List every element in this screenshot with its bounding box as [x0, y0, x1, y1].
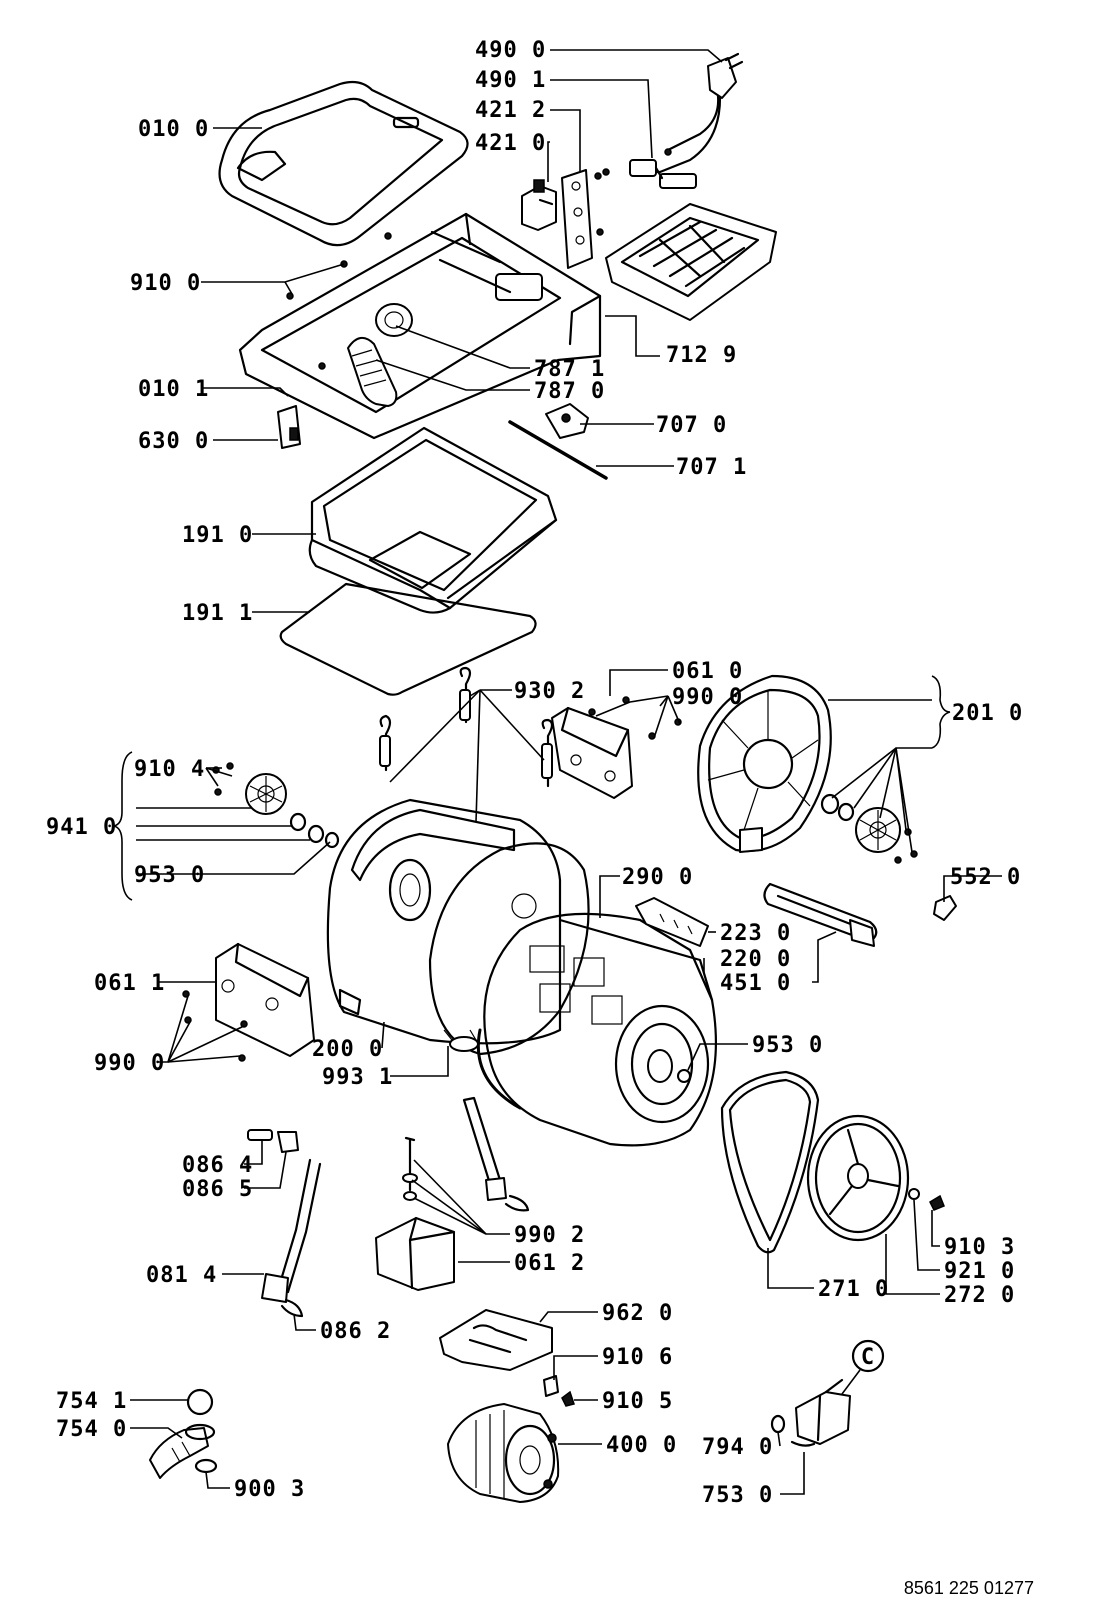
- part-gasket: [279, 582, 537, 696]
- part-label: 400 0: [606, 1433, 677, 1458]
- part-label: 552 0: [950, 865, 1021, 890]
- part-top-frame: [238, 212, 602, 440]
- part-label: 787 1: [534, 357, 605, 382]
- part-label: 707 0: [656, 413, 727, 438]
- part-mains-plug: [638, 52, 744, 174]
- part-label: 990 0: [94, 1051, 165, 1076]
- part-small-module: [277, 405, 301, 449]
- part-label: 990 0: [672, 685, 743, 710]
- part-drive-belt: [720, 1070, 820, 1254]
- part-motor: [447, 1403, 560, 1503]
- part-label: 794 0: [702, 1435, 773, 1460]
- part-door-lock: [521, 179, 557, 231]
- part-label: 630 0: [138, 429, 209, 454]
- part-label: 754 0: [56, 1417, 127, 1442]
- part-drain-pump: [770, 1378, 851, 1447]
- part-damper-left: [247, 1129, 322, 1318]
- part-label: 910 0: [130, 271, 201, 296]
- part-heating-element: [763, 882, 878, 947]
- part-label: 451 0: [720, 971, 791, 996]
- part-mains-filter: [629, 148, 697, 189]
- document-number: 8561 225 01277: [904, 1578, 1034, 1598]
- part-label: 223 0: [720, 921, 791, 946]
- part-label: 787 0: [534, 379, 605, 404]
- part-label: 086 2: [320, 1319, 391, 1344]
- part-nozzle: [635, 897, 709, 947]
- part-label: 953 0: [134, 863, 205, 888]
- part-bearing-kit-right: [820, 793, 918, 864]
- part-label: 490 0: [475, 38, 546, 63]
- part-label: 290 0: [622, 865, 693, 890]
- part-label: 930 2: [514, 679, 585, 704]
- part-label: 707 1: [676, 455, 747, 480]
- part-top-cover: [218, 80, 469, 247]
- part-label: 191 0: [182, 523, 253, 548]
- callout-circle: C: [841, 1339, 885, 1395]
- part-tub-fixing: [443, 1029, 479, 1052]
- part-label: 910 3: [944, 1235, 1015, 1260]
- part-label: 271 0: [818, 1277, 889, 1302]
- part-label: 490 1: [475, 68, 546, 93]
- part-label: 220 0: [720, 947, 791, 972]
- part-label: 081 4: [146, 1263, 217, 1288]
- part-label: 272 0: [944, 1283, 1015, 1308]
- part-label: 010 1: [138, 377, 209, 402]
- part-label: 010 0: [138, 117, 209, 142]
- part-label: 421 2: [475, 98, 546, 123]
- part-bracket-plate: [439, 1309, 575, 1407]
- part-rear-tub: [697, 674, 832, 853]
- part-springs: [379, 666, 554, 788]
- part-label: 061 1: [94, 971, 165, 996]
- part-label: 962 0: [602, 1301, 673, 1326]
- part-hinge-plate: [561, 168, 610, 269]
- part-label: 712 9: [666, 343, 737, 368]
- part-label: 900 3: [234, 1477, 305, 1502]
- part-label: 910 5: [602, 1389, 673, 1414]
- part-label: 953 0: [752, 1033, 823, 1058]
- part-electronic-frame: [605, 203, 777, 321]
- part-label: 191 1: [182, 601, 253, 626]
- part-label: 910 6: [602, 1345, 673, 1370]
- leader-lines: [113, 49, 1002, 1495]
- part-ntc-sensor: [933, 895, 957, 921]
- part-base-weight: [375, 1136, 456, 1291]
- part-label: 993 1: [322, 1065, 393, 1090]
- callout-circle-label: C: [861, 1345, 875, 1370]
- part-front-tub: [326, 798, 590, 1056]
- part-label: 910 4: [134, 757, 205, 782]
- part-label: 061 2: [514, 1251, 585, 1276]
- part-label: 753 0: [702, 1483, 773, 1508]
- part-label: 086 4: [182, 1153, 253, 1178]
- part-drain-filter: [149, 1388, 218, 1479]
- part-label: 086 5: [182, 1177, 253, 1202]
- part-label: 941 0: [46, 815, 117, 840]
- part-inlet-hose: [347, 303, 413, 407]
- part-label: 200 0: [312, 1037, 383, 1062]
- part-bellows-frame: [308, 426, 558, 614]
- part-counterweight-top: [551, 696, 682, 799]
- part-label: 921 0: [944, 1259, 1015, 1284]
- part-pressure-switch: [508, 403, 608, 480]
- part-bearing-kit-left: [212, 762, 340, 849]
- part-drum: [476, 912, 717, 1147]
- part-damper-right: [462, 1096, 530, 1212]
- part-label: 990 2: [514, 1223, 585, 1248]
- part-label: 201 0: [952, 701, 1023, 726]
- part-pulley: [806, 1114, 945, 1242]
- part-labels: 490 0 490 1 421 2 421 0 010 0 910 0 712 …: [46, 38, 1023, 1508]
- part-label: 754 1: [56, 1389, 127, 1414]
- part-label: 421 0: [475, 131, 546, 156]
- part-counterweight-front: [182, 942, 315, 1062]
- part-label: 061 0: [672, 659, 743, 684]
